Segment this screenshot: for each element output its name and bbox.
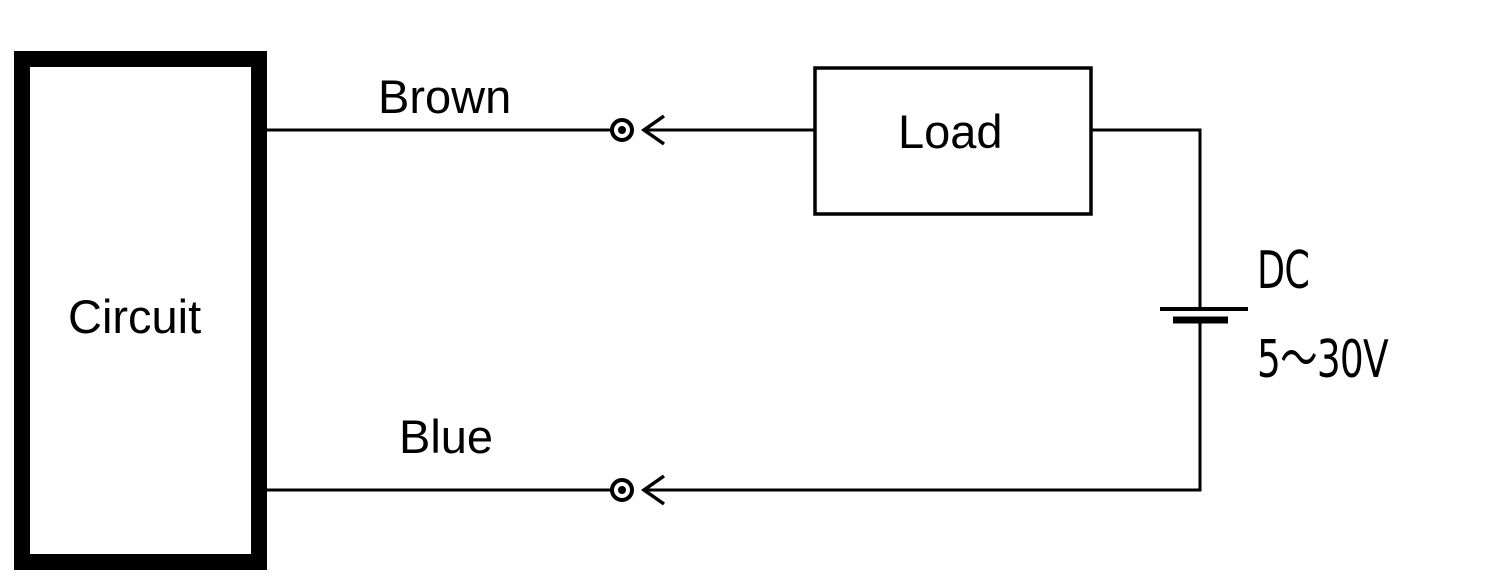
blue-wire-label: Blue [399,410,494,463]
circuit-block [14,51,267,570]
source-to-blue-wire [644,320,1202,492]
dc-label: DC [1257,241,1310,301]
dc-battery-icon [1160,307,1248,324]
load-block [813,66,1093,216]
voltage-label: 5～30V [1257,330,1389,390]
circuit-label: Circuit [68,290,202,343]
load-label: Load [898,105,1003,158]
load-to-source-wire [1091,128,1202,309]
brown-wire-label: Brown [378,70,512,123]
